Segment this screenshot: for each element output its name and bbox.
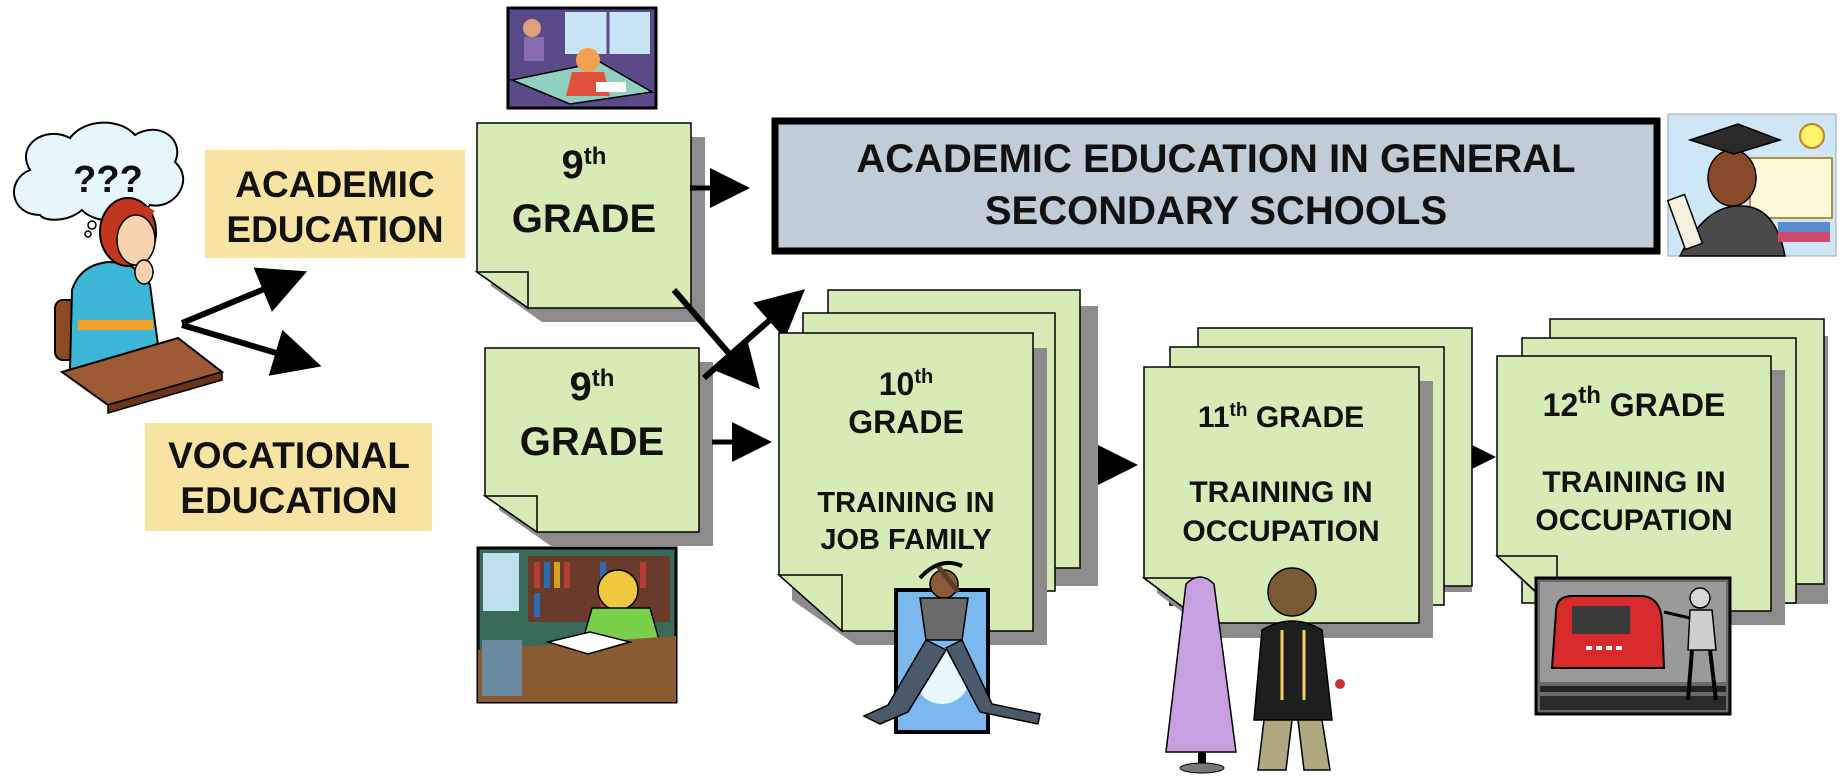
academic-education-label: ACADEMIC EDUCATION — [205, 150, 465, 258]
arrow-grade9a-to-grade10 — [671, 288, 760, 390]
grade12-line1: TRAINING IN — [1542, 466, 1725, 499]
academic-result-line1: ACADEMIC EDUCATION IN GENERAL — [856, 137, 1575, 181]
grade10-number: 10 — [879, 366, 915, 402]
grade11-word: GRADE — [1256, 401, 1364, 434]
grade11-line1: TRAINING IN — [1189, 476, 1372, 509]
grade11-stack: 11th GRADE TRAINING IN OCCUPATION — [1141, 327, 1473, 638]
thought-bubble-text: ??? — [73, 159, 143, 201]
svg-text:12th GRADE: 12th GRADE — [1543, 382, 1726, 423]
grade9-academic-word: GRADE — [512, 197, 656, 241]
vocational-label-line1: VOCATIONAL — [168, 435, 410, 476]
grade10-stack: 10th GRADE TRAINING IN JOB FAMILY — [777, 289, 1098, 645]
tailor-with-mannequin-picture — [1165, 567, 1345, 774]
grade12-stack: 12th GRADE TRAINING IN OCCUPATION — [1495, 318, 1828, 625]
worker-with-pickaxe-picture — [862, 561, 1041, 734]
library-study-picture — [476, 546, 678, 704]
svg-text:9th: 9th — [570, 365, 615, 409]
academic-label-line1: ACADEMIC — [235, 164, 434, 205]
arrow-to-vocational — [181, 322, 322, 376]
grade9-academic-number: 9 — [562, 143, 584, 187]
grade11-line2: OCCUPATION — [1182, 515, 1379, 548]
arrow-grade9v-to-academic — [702, 289, 806, 381]
classroom-students-picture — [506, 6, 658, 110]
svg-text:9th: 9th — [562, 143, 607, 187]
grade9-vocational-note: 9th GRADE — [482, 347, 713, 546]
grade9-vocational-word: GRADE — [520, 420, 664, 464]
grade9-academic-suffix: th — [584, 143, 607, 170]
grade9-academic-note: 9th GRADE — [474, 122, 705, 322]
grade12-number: 12 — [1543, 387, 1579, 423]
vocational-label-line2: EDUCATION — [180, 480, 397, 521]
grade11-number: 11 — [1198, 401, 1230, 434]
arrow-to-academic — [180, 267, 308, 326]
grade12-suffix: th — [1578, 382, 1601, 409]
grade10-line2: JOB FAMILY — [820, 524, 991, 556]
grade10-word: GRADE — [848, 404, 964, 440]
grade12-word: GRADE — [1610, 387, 1726, 423]
vocational-education-label: VOCATIONAL EDUCATION — [145, 423, 432, 531]
thought-bubble: ??? — [13, 121, 185, 238]
graduate-picture — [1666, 113, 1837, 257]
grade9-vocational-number: 9 — [570, 365, 592, 409]
grade10-line1: TRAINING IN — [817, 487, 994, 519]
svg-text:11th GRADE: 11th GRADE — [1198, 400, 1364, 434]
grade9-vocational-suffix: th — [592, 365, 615, 392]
grade10-suffix: th — [914, 366, 933, 388]
svg-text:10th: 10th — [879, 366, 933, 402]
thinking-student-illustration: ??? — [13, 121, 225, 414]
academic-secondary-schools-box: ACADEMIC EDUCATION IN GENERAL SECONDARY … — [771, 117, 1661, 255]
car-spray-painter-picture — [1534, 576, 1732, 716]
grade11-suffix: th — [1230, 400, 1248, 421]
academic-result-line2: SECONDARY SCHOOLS — [985, 189, 1447, 233]
grade12-line2: OCCUPATION — [1535, 504, 1732, 537]
academic-label-line2: EDUCATION — [226, 209, 443, 250]
